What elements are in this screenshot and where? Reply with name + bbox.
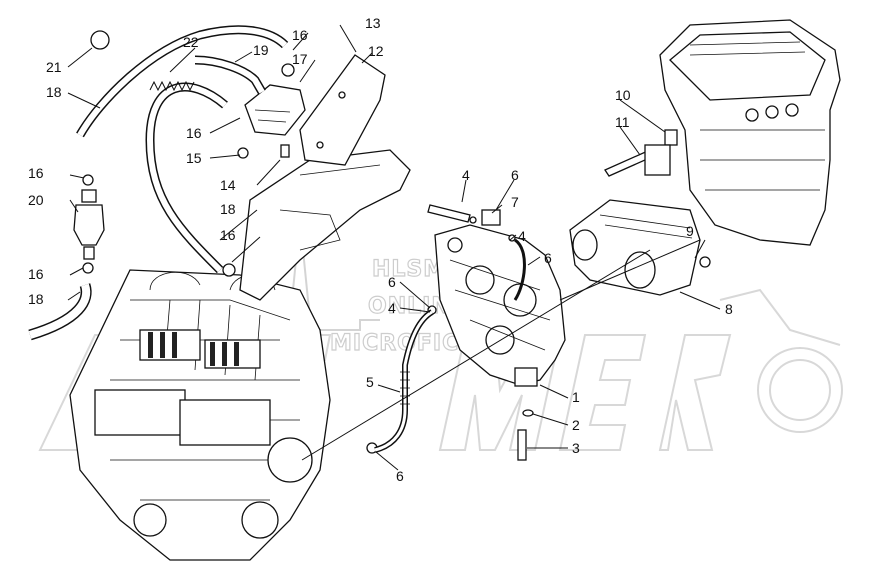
callout-16a: 16 <box>292 27 308 43</box>
callout-labels: 1 2 3 4 4 4 5 6 6 6 6 7 8 9 10 11 12 13 … <box>28 15 733 484</box>
fuel-filter <box>73 174 105 274</box>
callout-16d: 16 <box>28 165 44 181</box>
carburetor <box>434 224 566 387</box>
callout-8: 8 <box>725 301 733 317</box>
callout-18c: 18 <box>28 291 44 307</box>
callout-4c: 4 <box>388 300 396 316</box>
clamp-21 <box>90 30 110 50</box>
clamp-16-hose <box>222 263 236 277</box>
callout-6b: 6 <box>544 250 552 266</box>
oring-2 <box>522 409 534 417</box>
callout-3: 3 <box>572 440 580 456</box>
callout-6c: 6 <box>388 274 396 290</box>
fitting-7 <box>481 209 501 226</box>
callout-18a: 18 <box>46 84 62 100</box>
callout-16b: 16 <box>186 125 202 141</box>
clamp-6a <box>469 216 477 224</box>
callout-10: 10 <box>615 87 631 103</box>
leader-lines <box>67 24 721 471</box>
callout-2: 2 <box>572 417 580 433</box>
callout-5: 5 <box>366 374 374 390</box>
callout-6a: 6 <box>511 167 519 183</box>
callout-14: 14 <box>220 177 236 193</box>
grommet-10 <box>664 129 678 146</box>
callout-4a: 4 <box>462 167 470 183</box>
callout-12: 12 <box>368 43 384 59</box>
fuel-hoses <box>28 25 289 341</box>
callout-6d: 6 <box>396 468 404 484</box>
hose-18-long <box>145 82 228 274</box>
callout-20: 20 <box>28 192 44 208</box>
callout-18b: 18 <box>220 201 236 217</box>
callout-7: 7 <box>511 194 519 210</box>
callout-19: 19 <box>253 42 269 58</box>
air-box <box>604 19 841 246</box>
callout-4b: 4 <box>518 228 526 244</box>
callout-17: 17 <box>292 51 308 67</box>
callout-21: 21 <box>46 59 62 75</box>
air-silencer <box>569 199 711 296</box>
callout-1: 1 <box>572 389 580 405</box>
fuel-pump <box>237 63 306 159</box>
callout-9: 9 <box>686 223 694 239</box>
callout-15: 15 <box>186 150 202 166</box>
hose-4-right <box>513 238 526 301</box>
callout-11: 11 <box>615 114 630 130</box>
callout-16c: 16 <box>220 227 236 243</box>
callout-13: 13 <box>365 15 381 31</box>
hose-18-upper-inner <box>77 26 288 137</box>
callout-22: 22 <box>183 34 199 50</box>
pin-3 <box>517 429 527 461</box>
engine <box>69 269 331 561</box>
hose-4-top <box>427 204 471 223</box>
callout-16e: 16 <box>28 266 44 282</box>
small-parts <box>366 204 534 461</box>
mounting-plate <box>299 54 386 166</box>
spring-22 <box>149 80 195 92</box>
